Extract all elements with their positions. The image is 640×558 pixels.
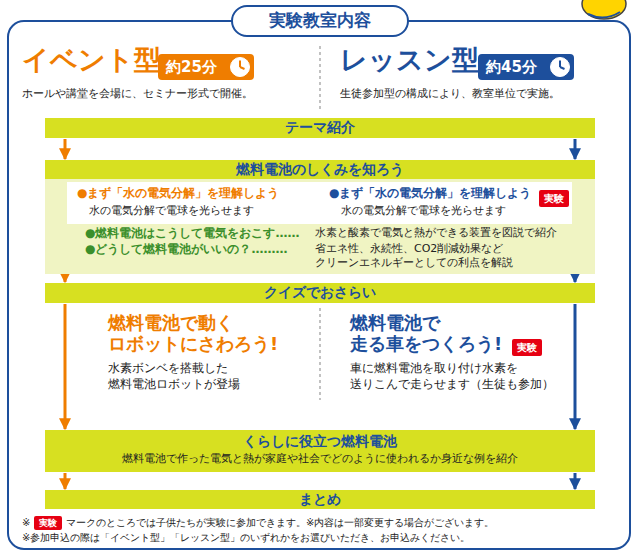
bullet-title: ●どうして燃料電池がいいの？……… (85, 242, 325, 256)
clock-icon (229, 56, 251, 78)
text-holder: レッスン型 (340, 43, 480, 77)
text-holder: 水素ボンベを搭載した 燃料電池ロボットが登場 (108, 360, 313, 392)
bullet-title: ●まず「水の電気分解」を理解しよう (329, 186, 534, 201)
experiment-box: ●まず「水の電気分解」を理解しよう水の電気分解で電球を光らせます●まず「水の電気… (67, 182, 572, 224)
text-holder: マークのところでは子供たちが実験に参加できます。※内容は一部変更する場合がござい… (66, 516, 626, 530)
text-holder: 水の電気分解で電球を光らせます (89, 204, 319, 218)
text-holder: 生徒参加型の構成により、教室単位で実施。 (340, 87, 632, 101)
node-text: テーマ紹介 (45, 118, 595, 137)
step-band: くらしに役立つ燃料電池燃料電池で作った電気と熱が家庭や社会でどのように使われるか… (45, 430, 595, 472)
type-description: ホールや講堂を会場に、セミナー形式で開催。 (22, 87, 314, 101)
text-holder: ホールや講堂を会場に、セミナー形式で開催。 (22, 87, 314, 101)
flow-arrow (64, 139, 67, 159)
activity-title: 燃料電池で 走る車をつくろう! (350, 312, 510, 354)
step-panel: 燃料電池のしくみを知ろう ●燃料電池はこうして電気をおこす……水素と酸素で電気と熱… (45, 160, 595, 274)
bullet-text: 省エネ性、永続性、CO2削減効果など クリーンエネルギーとしての利点を解説 (315, 242, 585, 270)
bullet-title: ●燃料電池はこうして電気をおこす…… (85, 226, 325, 240)
flow-arrow (574, 304, 577, 429)
node-text: 実験 (539, 190, 569, 207)
text-holder: 燃料電池で 走る車をつくろう! (350, 312, 510, 354)
type-heading: イベント型 (22, 43, 162, 77)
flow-arrow (64, 473, 67, 489)
text-holder: 燃料電池のしくみを知ろう (45, 160, 595, 179)
node-text: 約45分 (486, 54, 574, 80)
flow-arrow (64, 275, 67, 282)
outer-frame (8, 21, 630, 549)
step-band: クイズでおさらい (45, 283, 595, 303)
bullet-title: ●まず「水の電気分解」を理解しよう (77, 186, 322, 201)
text-holder: ●まず「水の電気分解」を理解しよう (77, 186, 322, 201)
text-holder: 省エネ性、永続性、CO2削減効果など クリーンエネルギーとしての利点を解説 (315, 242, 585, 270)
text-holder: ※参加申込の際は「イベント型」「レッスン型」のいずれかをお選びいただき、お申込み… (22, 531, 627, 545)
time-badge: 約25分 (158, 54, 254, 80)
bullet-text: 水の電気分解で電球を光らせます (341, 204, 566, 218)
node-text: 約25分 (166, 54, 254, 80)
note-mark: ※ (22, 516, 34, 530)
activity-text: 車に燃料電池を取り付け水素を 送りこんで走らせます（生徒も参加） (350, 360, 564, 392)
text-holder: ●燃料電池はこうして電気をおこす…… (85, 226, 325, 240)
text-holder: 燃料電池で動く ロボットにさわろう! (108, 312, 303, 354)
step-band: まとめ (45, 490, 595, 509)
text-holder: 水素と酸素で電気と熱ができる装置を図説で紹介 (315, 226, 585, 240)
note: マークのところでは子供たちが実験に参加できます。※内容は一部変更する場合がござい… (66, 516, 626, 530)
text-holder: イベント型 (22, 43, 162, 77)
node-text: 燃料電池で作った電気と熱が家庭や社会でどのように使われるか身近な例を紹介 (45, 451, 595, 466)
experiment-badge: 実験 (512, 339, 542, 356)
bullet-text: 水素と酸素で電気と熱ができる装置を図説で紹介 (315, 226, 585, 240)
note: ※参加申込の際は「イベント型」「レッスン型」のいずれかをお選びいただき、お申込み… (22, 531, 627, 545)
text-holder: ●どうして燃料電池がいいの？……… (85, 242, 325, 256)
flow-arrow (574, 139, 577, 159)
node-text: クイズでおさらい (45, 283, 595, 302)
node-text: くらしに役立つ燃料電池 (45, 432, 595, 451)
experiment-badge: 実験 (34, 516, 62, 530)
flow-arrow (64, 304, 67, 429)
title-holder: 実験教室内容 (232, 9, 408, 31)
activity-title: 燃料電池で動く ロボットにさわろう! (108, 312, 303, 354)
text-holder: ※ (22, 516, 34, 530)
type-description: 生徒参加型の構成により、教室単位で実施。 (340, 87, 632, 101)
type-heading: レッスン型 (340, 43, 480, 77)
node-text: まとめ (45, 490, 595, 509)
activity-text: 水素ボンベを搭載した 燃料電池ロボットが登場 (108, 360, 313, 392)
text-holder: ●まず「水の電気分解」を理解しよう (329, 186, 534, 201)
node-text: 実験 (512, 339, 542, 356)
bullet-text: 水の電気分解で電球を光らせます (89, 204, 319, 218)
title: 実験教室内容 (232, 9, 408, 31)
step-band: テーマ紹介 (45, 118, 595, 138)
title-pill (232, 6, 408, 36)
node-text: 実験 (34, 516, 62, 530)
text-holder: 水の電気分解で電球を光らせます (341, 204, 566, 218)
flow-arrow (574, 473, 577, 489)
time-badge: 約45分 (478, 54, 574, 80)
text-holder: 車に燃料電池を取り付け水素を 送りこんで走らせます（生徒も参加） (350, 360, 564, 392)
experiment-badge: 実験 (539, 190, 569, 207)
flow-arrow (574, 275, 577, 282)
clock-icon (549, 56, 571, 78)
mascot (582, 0, 626, 19)
band-heading: 燃料電池のしくみを知ろう (45, 160, 595, 179)
